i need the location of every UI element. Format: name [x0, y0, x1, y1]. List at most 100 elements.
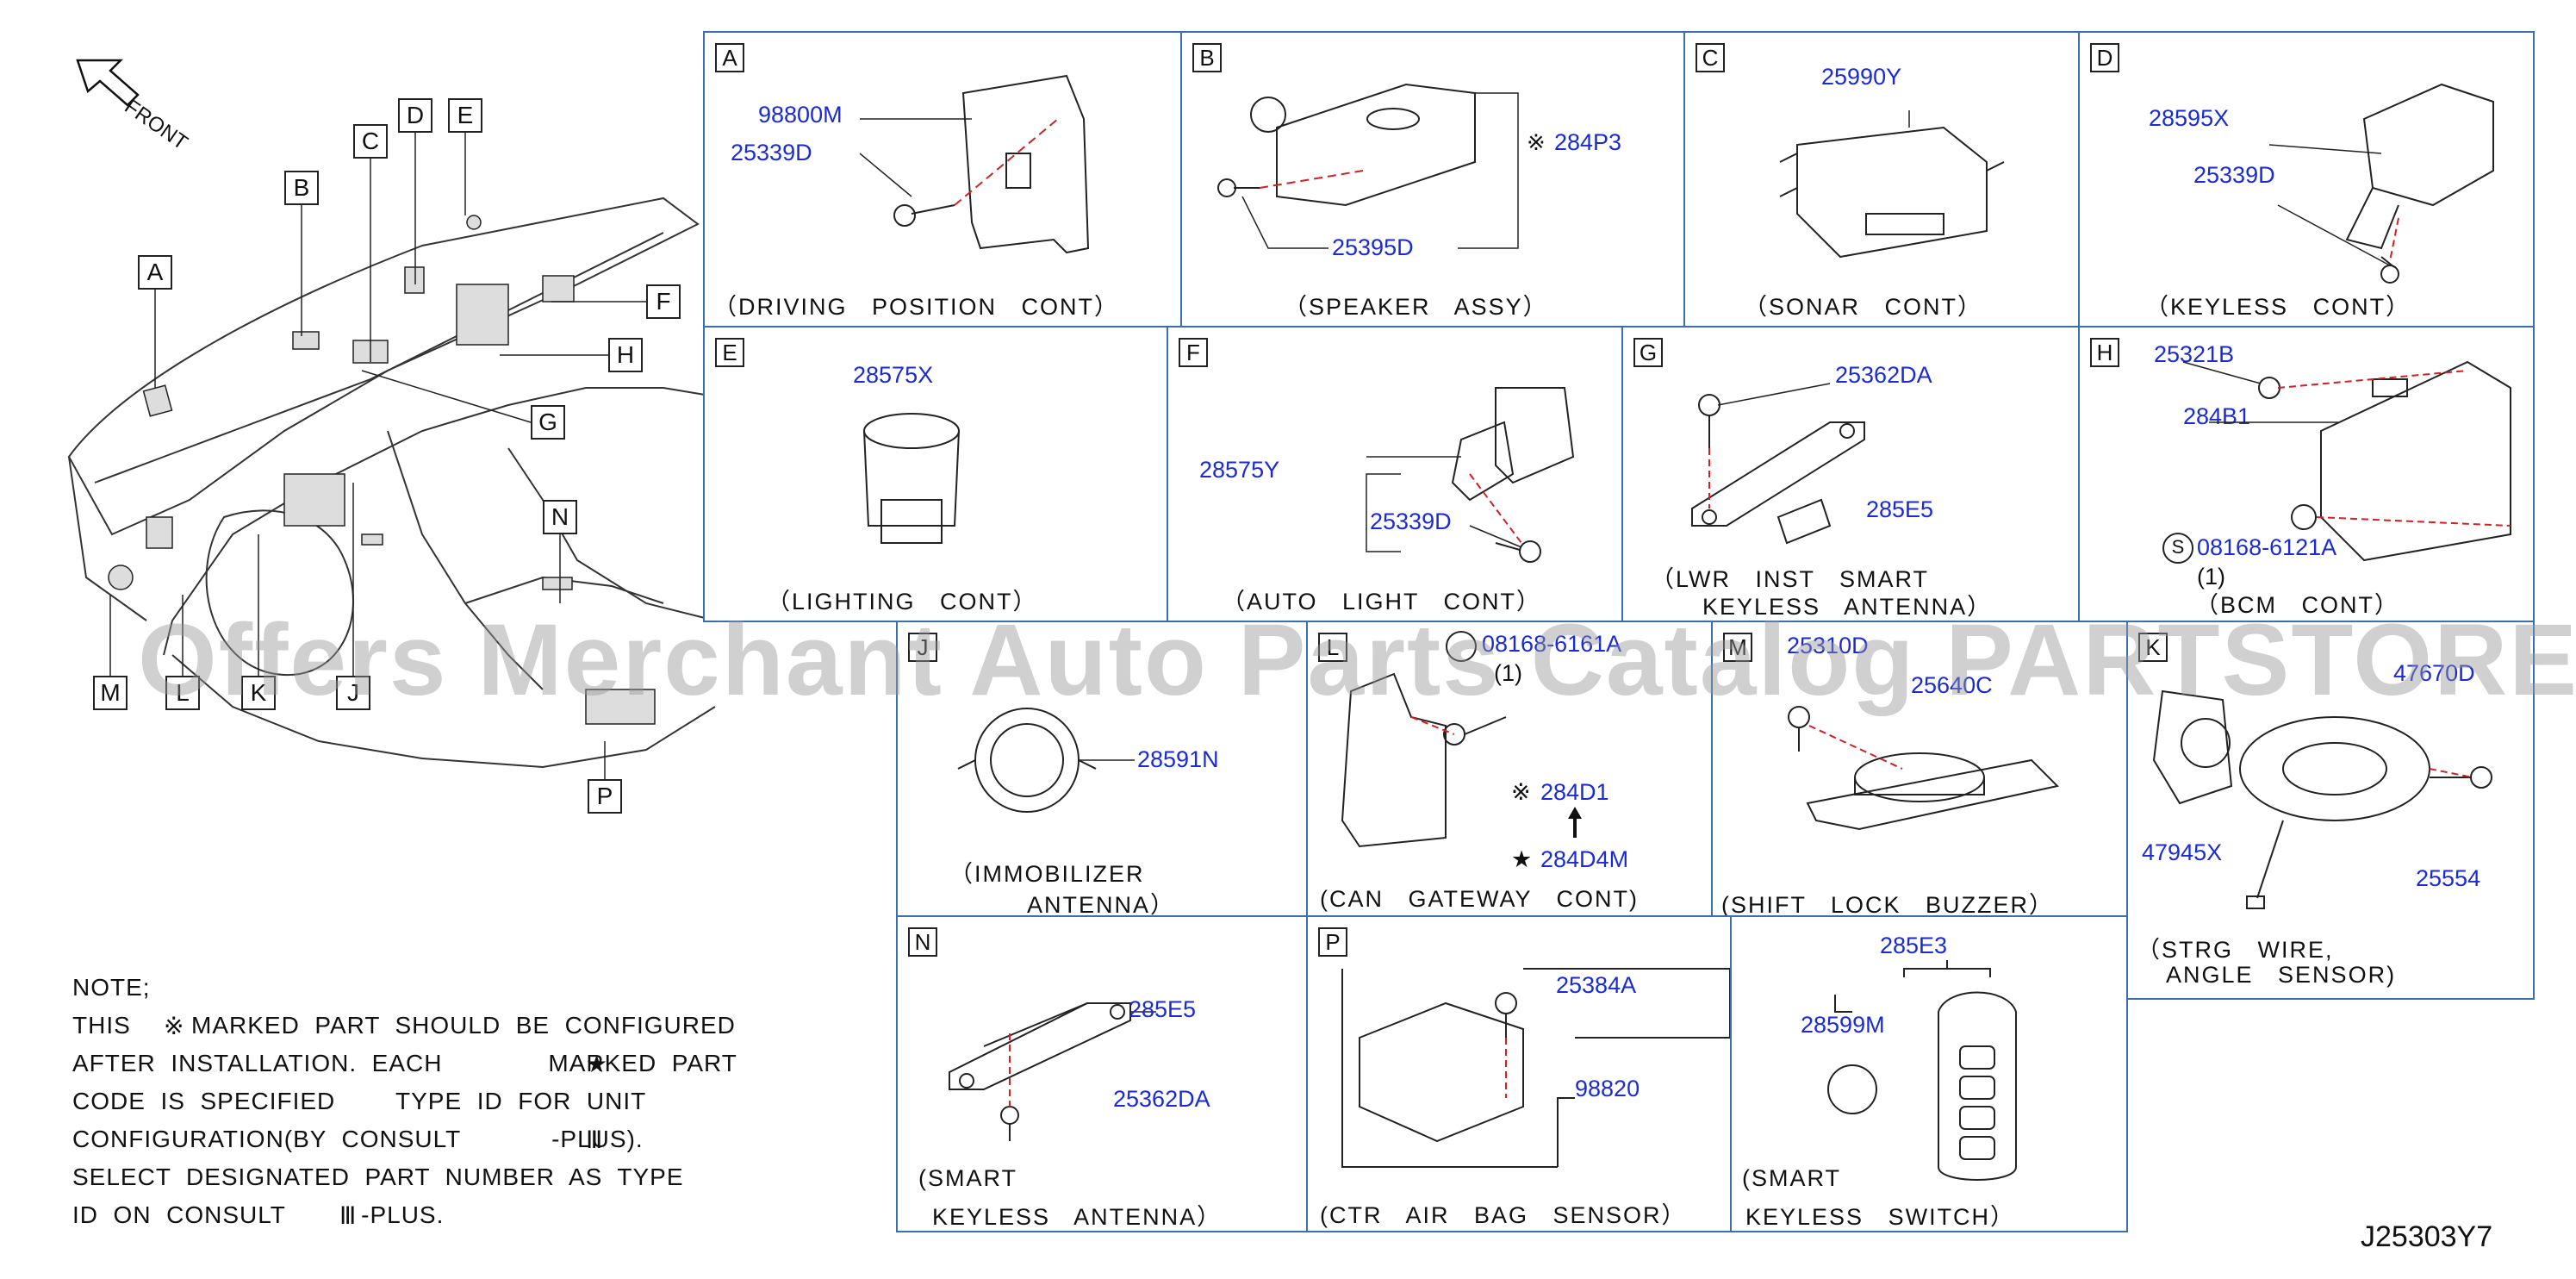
diagram-reference: J25303Y7: [2361, 1220, 2493, 1253]
cell-f-auto-light-cont: F 28575Y 25339D （AUTO LIGHT CONT）: [1167, 326, 1623, 622]
part-number[interactable]: 25321B: [2154, 341, 2235, 367]
cell-letter: L: [1318, 633, 1347, 662]
callout-c[interactable]: C: [353, 124, 388, 159]
up-arrow-icon: [1568, 807, 1582, 838]
cell-caption-line2: KEYLESS ANTENNA）: [1702, 594, 1993, 620]
callout-p[interactable]: P: [588, 779, 622, 814]
callout-d[interactable]: D: [398, 98, 432, 133]
cell-caption: (SHIFT LOCK BUZZER）: [1721, 892, 2055, 918]
cell-letter: C: [1696, 43, 1725, 72]
part-number[interactable]: 28599M: [1801, 1012, 1885, 1038]
part-number[interactable]: 285E5: [1866, 496, 1934, 522]
quantity: (1): [1494, 660, 1522, 686]
note-line: AFTER INSTALLATION. EACH MARKED PART: [72, 1050, 737, 1076]
cell-p-ctr-air-bag-sensor: P 25384A 98820 (CTR AIR BAG SENSOR）: [1306, 915, 1732, 1232]
watermark: Offers Merchant Auto Parts Catalog PARTS…: [138, 603, 2576, 717]
cell-c-sonar-cont: C 25990Y （SONAR CONT）: [1683, 31, 2080, 328]
cell-m-shift-lock-buzzer: M 25310D 25640C (SHIFT LOCK BUZZER）: [1711, 621, 2128, 918]
part-number[interactable]: 25310D: [1787, 633, 1869, 658]
note-line: NOTE;: [72, 974, 151, 1001]
part-number[interactable]: 285E5: [1129, 996, 1197, 1022]
cell-letter: N: [908, 927, 937, 957]
driving-position-cont-drawing: [859, 74, 1090, 254]
note-line: ID ON CONSULT -PLUS.: [72, 1201, 445, 1228]
part-number[interactable]: 25384A: [1556, 972, 1637, 998]
cell-letter: D: [2090, 43, 2119, 72]
cell-letter: F: [1179, 338, 1208, 367]
callout-h[interactable]: H: [608, 338, 643, 372]
cell-b-speaker-assy: B ※ 284P3 25395D （SPEAKER ASSY）: [1180, 31, 1685, 328]
cell-caption-line1: (SMART: [918, 1165, 1018, 1191]
cell-caption-line1: (SMART: [1742, 1165, 1842, 1191]
consult-symbol: Ⅲ: [586, 1126, 604, 1153]
callout-l[interactable]: L: [165, 676, 200, 710]
part-number[interactable]: 28591N: [1137, 746, 1219, 772]
cell-letter: E: [715, 338, 744, 367]
callout-f[interactable]: F: [646, 284, 681, 319]
callout-n[interactable]: N: [543, 500, 577, 534]
part-number[interactable]: 98820: [1575, 1076, 1640, 1101]
smart-keyless-antenna-drawing: [949, 1002, 1156, 1141]
callout-m[interactable]: M: [93, 676, 128, 710]
part-number[interactable]: 284P3: [1554, 129, 1622, 155]
cell-letter: H: [2090, 338, 2119, 367]
speaker-assy-drawing: [1217, 83, 1519, 249]
part-number[interactable]: 47945X: [2142, 839, 2223, 865]
part-number[interactable]: 98800M: [758, 102, 843, 128]
part-number[interactable]: 28575X: [853, 362, 934, 388]
asterisk-symbol: ※: [164, 1013, 185, 1039]
callout-b[interactable]: B: [284, 171, 319, 205]
part-number[interactable]: 284D1: [1540, 779, 1609, 805]
cell-a-driving-position-cont: A 98800M 25339D （DRIVING POSITION CONT）: [703, 31, 1182, 328]
part-number[interactable]: 25990Y: [1821, 64, 1902, 90]
front-arrow-icon: [76, 59, 140, 107]
asterisk-marker: ※: [1527, 129, 1546, 155]
keyless-cont-drawing: [2268, 83, 2494, 284]
part-number[interactable]: 284D4M: [1540, 846, 1629, 872]
cell-l-can-gateway-cont: L 08168-6161A (1) ※ 284D1 ★ 284D4M (CAN …: [1306, 621, 1713, 917]
part-number[interactable]: 25339D: [731, 140, 812, 165]
can-gateway-cont-drawing: [1341, 672, 1507, 848]
callout-j[interactable]: J: [336, 676, 370, 710]
note-line: THIS MARKED PART SHOULD BE CONFIGURED: [72, 1012, 736, 1039]
quantity: (1): [2197, 564, 2225, 590]
part-number[interactable]: 25362DA: [1113, 1086, 1210, 1112]
cell-letter: P: [1318, 927, 1347, 957]
sonar-cont-drawing: [1779, 110, 2005, 259]
vehicle-dashboard-overview: [67, 197, 716, 769]
part-number[interactable]: 25339D: [2193, 162, 2275, 188]
part-number[interactable]: 25395D: [1332, 234, 1414, 260]
ctr-air-bag-sensor-drawing: [1341, 968, 1731, 1168]
part-number[interactable]: 25554: [2416, 865, 2481, 891]
callout-a[interactable]: A: [138, 255, 172, 290]
part-number[interactable]: 08168-6161A: [1482, 631, 1622, 657]
lighting-cont-drawing: [863, 413, 960, 544]
callout-g[interactable]: G: [531, 405, 565, 440]
callout-k[interactable]: K: [241, 676, 276, 710]
cell-caption: （DRIVING POSITION CONT）: [713, 294, 1120, 320]
note-line: SELECT DESIGNATED PART NUMBER AS TYPE: [72, 1164, 684, 1190]
part-number[interactable]: 08168-6121A: [2197, 534, 2337, 560]
cell-caption: (CAN GATEWAY CONT): [1320, 886, 1640, 912]
part-number[interactable]: 285E3: [1880, 933, 1948, 958]
cell-caption-line2: KEYLESS ANTENNA）: [932, 1204, 1223, 1230]
star-symbol: ★: [586, 1051, 609, 1077]
part-number[interactable]: 284B1: [2183, 403, 2251, 429]
asterisk-marker: ※: [1511, 779, 1531, 805]
part-number[interactable]: 25339D: [1370, 508, 1452, 534]
part-number[interactable]: 28595X: [2149, 105, 2230, 131]
cell-letter: K: [2138, 633, 2168, 662]
callout-e[interactable]: E: [448, 98, 482, 133]
part-number[interactable]: 28575Y: [1199, 457, 1280, 483]
smart-keyless-switch-drawing: [1827, 960, 2017, 1181]
cell-e-lighting-cont: E 28575X （LIGHTING CONT）: [703, 326, 1168, 622]
part-number[interactable]: 25362DA: [1835, 362, 1932, 388]
cell-letter: M: [1723, 633, 1752, 662]
part-number[interactable]: 47670D: [2393, 660, 2475, 686]
cell-caption-line1: （IMMOBILIZER: [949, 861, 1145, 887]
part-number[interactable]: 25640C: [1911, 672, 1993, 698]
cell-k-strg-wire-angle-sensor: K 47670D 47945X 25554 （STRG WIRE, ANGLE …: [2126, 621, 2535, 1000]
note-line: CONFIGURATION(BY CONSULT -PLUS).: [72, 1126, 644, 1152]
s-marker: S: [2162, 533, 2193, 564]
cell-letter: B: [1192, 43, 1222, 72]
